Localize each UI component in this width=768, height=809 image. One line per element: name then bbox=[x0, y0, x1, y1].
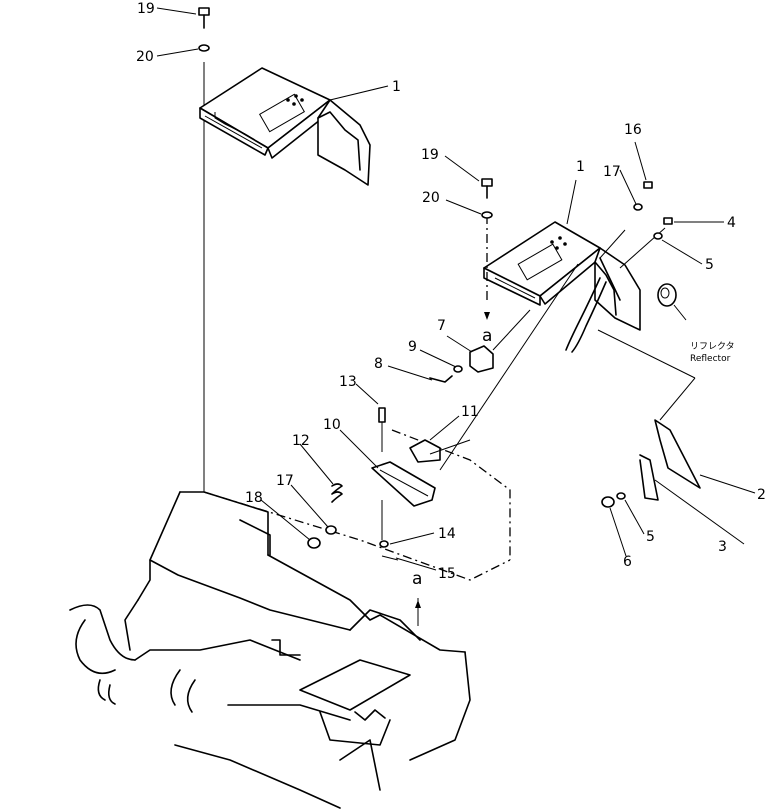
callout-9: 9 bbox=[408, 339, 417, 355]
callout-17: 17 bbox=[276, 473, 294, 489]
callout-4: 4 bbox=[727, 215, 736, 231]
reflector: リフレクタ Reflector bbox=[657, 283, 735, 364]
arrows bbox=[415, 312, 490, 608]
callout-1: 1 bbox=[392, 79, 401, 95]
bolts bbox=[198, 7, 673, 240]
callout-7: 7 bbox=[437, 318, 446, 334]
arrow-down-icon bbox=[484, 312, 490, 320]
callout-6: 6 bbox=[623, 554, 632, 570]
callout-19: 19 bbox=[137, 1, 155, 17]
clip-bolt bbox=[429, 309, 531, 383]
bracket-assembly bbox=[597, 329, 701, 508]
callout-10: 10 bbox=[323, 417, 341, 433]
callout-15: 15 bbox=[438, 566, 456, 582]
callout-8: 8 bbox=[374, 356, 383, 372]
callout-14: 14 bbox=[438, 526, 456, 542]
callout-16: 16 bbox=[624, 122, 642, 138]
arrow-up-icon bbox=[415, 600, 421, 608]
cover-upper-left bbox=[199, 67, 371, 186]
callout-18: 18 bbox=[245, 490, 263, 506]
spring-parts bbox=[307, 407, 419, 626]
callout-5: 5 bbox=[646, 529, 655, 545]
callout-19: 19 bbox=[421, 147, 439, 163]
callout-1: 1 bbox=[576, 159, 585, 175]
cover-right bbox=[483, 215, 666, 353]
callout-13: 13 bbox=[339, 374, 357, 390]
callouts: 19 20 1 19 20 1 16 17 4 5 7 9 8 13 11 10… bbox=[136, 1, 766, 589]
callout-5: 5 bbox=[705, 257, 714, 273]
callout-11: 11 bbox=[461, 404, 479, 420]
hinge-bracket bbox=[371, 263, 579, 507]
ref-letter-a-lower: a bbox=[412, 569, 422, 589]
callout-20: 20 bbox=[422, 190, 440, 206]
leader-lines bbox=[156, 7, 756, 571]
ref-letter-a-upper: a bbox=[482, 326, 492, 346]
reflector-label-jp: リフレクタ bbox=[690, 341, 735, 352]
reflector-label-en: Reflector bbox=[690, 354, 731, 364]
callout-12: 12 bbox=[292, 433, 310, 449]
callout-20: 20 bbox=[136, 49, 154, 65]
machine-body bbox=[69, 62, 511, 809]
callout-17: 17 bbox=[603, 164, 621, 180]
callout-2: 2 bbox=[757, 487, 766, 503]
callout-3: 3 bbox=[718, 539, 727, 555]
